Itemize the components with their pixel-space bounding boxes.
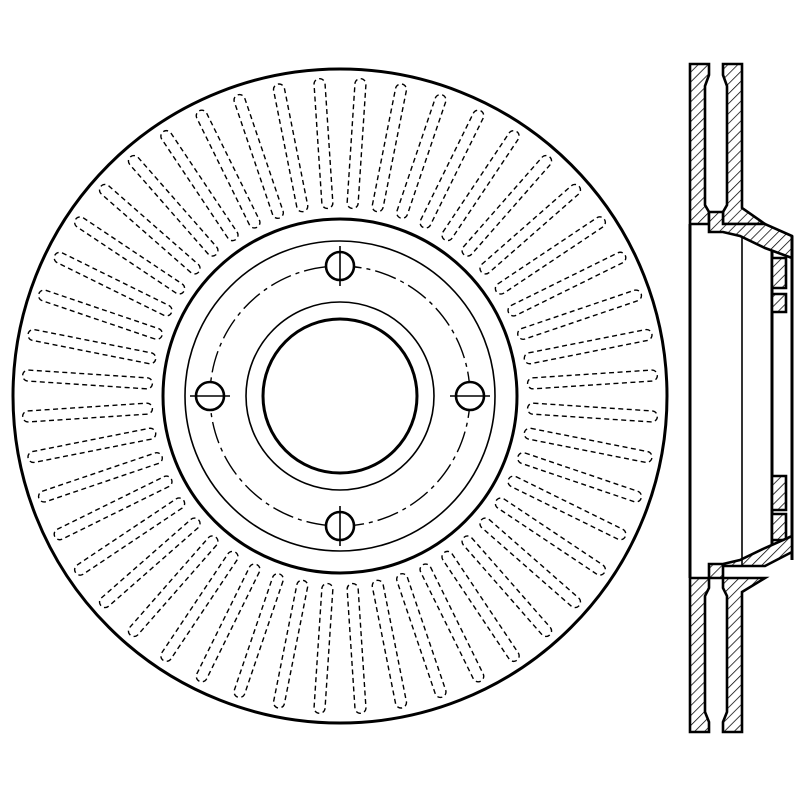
stud-boss-top-lower: [770, 292, 788, 314]
cooling-vane: [53, 475, 173, 541]
cooling-vane: [461, 154, 553, 257]
cooling-vane: [73, 497, 186, 576]
rotor-outer-edge: [11, 67, 669, 725]
cooling-vane: [479, 183, 582, 275]
cooling-vane: [313, 77, 334, 210]
outer-plate-section-top: [688, 62, 711, 226]
rotor-side-section: [688, 62, 794, 734]
cooling-vane: [395, 573, 447, 699]
hat-section-bottom: [707, 533, 794, 580]
cooling-vane: [507, 251, 627, 317]
hat-inner-ring: [184, 240, 496, 552]
cooling-vane: [127, 154, 219, 257]
bolt-circle-centerline: [209, 265, 471, 527]
cooling-vane: [494, 497, 607, 576]
cooling-vane: [160, 129, 239, 242]
cooling-vane: [233, 573, 285, 699]
cooling-vane: [419, 563, 485, 683]
cooling-vane: [160, 550, 239, 663]
cooling-vane: [371, 83, 408, 213]
cooling-vane: [27, 328, 157, 365]
cooling-vane: [73, 216, 186, 295]
cooling-vane: [233, 93, 285, 219]
cooling-vane: [53, 251, 173, 317]
inner-plate-section-bottom: [721, 576, 770, 734]
cooling-vane: [507, 475, 627, 541]
cooling-vane: [313, 582, 334, 715]
cooling-vane: [371, 579, 408, 709]
stud-boss-bottom: [770, 474, 788, 512]
cooling-vane: [195, 563, 261, 683]
cooling-vane: [272, 579, 309, 709]
cooling-vane: [37, 289, 163, 341]
cooling-vane: [98, 183, 201, 275]
inner-plate-section-top: [721, 62, 770, 226]
outer-plate-section-bottom: [688, 576, 711, 734]
cooling-vane: [461, 535, 553, 638]
cooling-vane: [21, 369, 154, 390]
cooling-vanes: [21, 77, 659, 715]
hat-outer-ring: [161, 217, 519, 575]
cooling-vane: [37, 451, 163, 503]
cooling-vane: [272, 83, 309, 213]
cooling-vane: [479, 517, 582, 609]
cooling-vane: [517, 451, 643, 503]
cooling-vane: [395, 93, 447, 219]
cooling-vane: [346, 77, 367, 210]
cooling-vane: [419, 109, 485, 229]
cooling-vane: [494, 216, 607, 295]
rotor-front-view: [11, 67, 669, 725]
cooling-vane: [523, 427, 653, 464]
stud-boss-top: [770, 256, 788, 290]
cooling-vane: [127, 535, 219, 638]
center-bore: [261, 317, 419, 475]
hub-pilot-outer: [245, 301, 435, 491]
cooling-vane: [526, 369, 659, 390]
stud-boss-bottom-lower: [770, 512, 788, 542]
cooling-vane: [441, 550, 520, 663]
cooling-vane: [27, 427, 157, 464]
cooling-vane: [21, 402, 154, 423]
cooling-vane: [517, 289, 643, 341]
bolt-holes: [190, 246, 490, 546]
cooling-vane: [441, 129, 520, 242]
cooling-vane: [98, 517, 201, 609]
cooling-vane: [526, 402, 659, 423]
cooling-vane: [523, 328, 653, 365]
cooling-vane: [346, 582, 367, 715]
cooling-vane: [195, 109, 261, 229]
